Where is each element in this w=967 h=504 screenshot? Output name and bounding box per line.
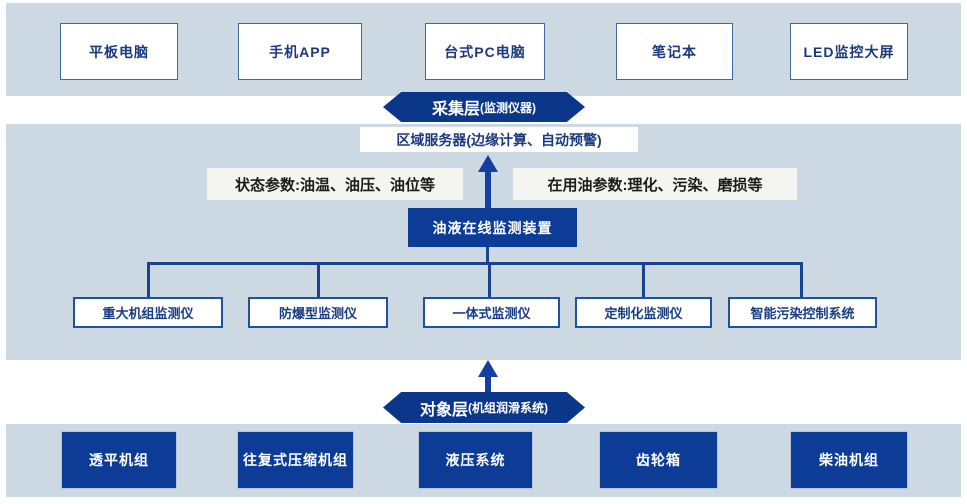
object-layer-title: 对象层 [419,401,468,419]
machine-box-reciprocating-compressor: 往复式压缩机组 [237,431,354,489]
collection-layer-subtitle: (监测仪器) [480,100,536,115]
device-box-desktop-pc: 台式PC电脑 [425,23,545,80]
connector-drop-4 [642,264,645,297]
device-box-tablet: 平板电脑 [60,23,178,80]
up-arrow-head-object-to-monitor [478,360,498,377]
connector-drop-2 [317,264,320,297]
up-arrow-shaft-device-to-server [485,171,491,208]
online-monitoring-device-box: 油液在线监测装置 [408,208,577,247]
oil-parameters-label: 在用油参数:理化、污染、磨损等 [513,168,797,200]
connector-stem [486,247,489,264]
device-box-led-screen: LED监控大屏 [790,23,908,80]
monitor-box-customized: 定制化监测仪 [575,297,712,328]
object-layer-subtitle: (机组润滑系统) [468,401,548,415]
connector-drop-5 [800,264,803,297]
machine-box-hydraulic-system: 液压系统 [418,431,533,489]
collection-layer-title: 采集层 [431,101,480,118]
device-box-mobile-app: 手机APP [238,23,362,80]
collection-layer-banner: 采集层(监测仪器) [383,92,585,122]
up-arrow-head-device-to-server [478,155,498,172]
object-layer-banner: 对象层 (机组润滑系统) [383,392,585,423]
connector-drop-1 [147,264,150,297]
status-parameters-label: 状态参数:油温、油压、油位等 [207,168,463,200]
machine-box-diesel-unit: 柴油机组 [790,431,908,489]
connector-horizontal [147,262,803,265]
monitor-box-integrated: 一体式监测仪 [423,297,560,328]
monitor-box-pollution-control: 智能污染控制系统 [728,297,877,328]
monitor-box-major-units: 重大机组监测仪 [73,297,223,328]
machine-box-gearbox: 齿轮箱 [599,431,718,489]
up-arrow-shaft-object-to-monitor [485,376,491,392]
device-box-laptop: 笔记本 [616,23,733,80]
connector-drop-3 [488,264,491,297]
regional-server-box: 区域服务器(边缘计算、自动预警) [360,127,638,152]
monitor-box-explosion-proof: 防爆型监测仪 [248,297,388,328]
machine-box-turbine: 透平机组 [61,431,177,489]
